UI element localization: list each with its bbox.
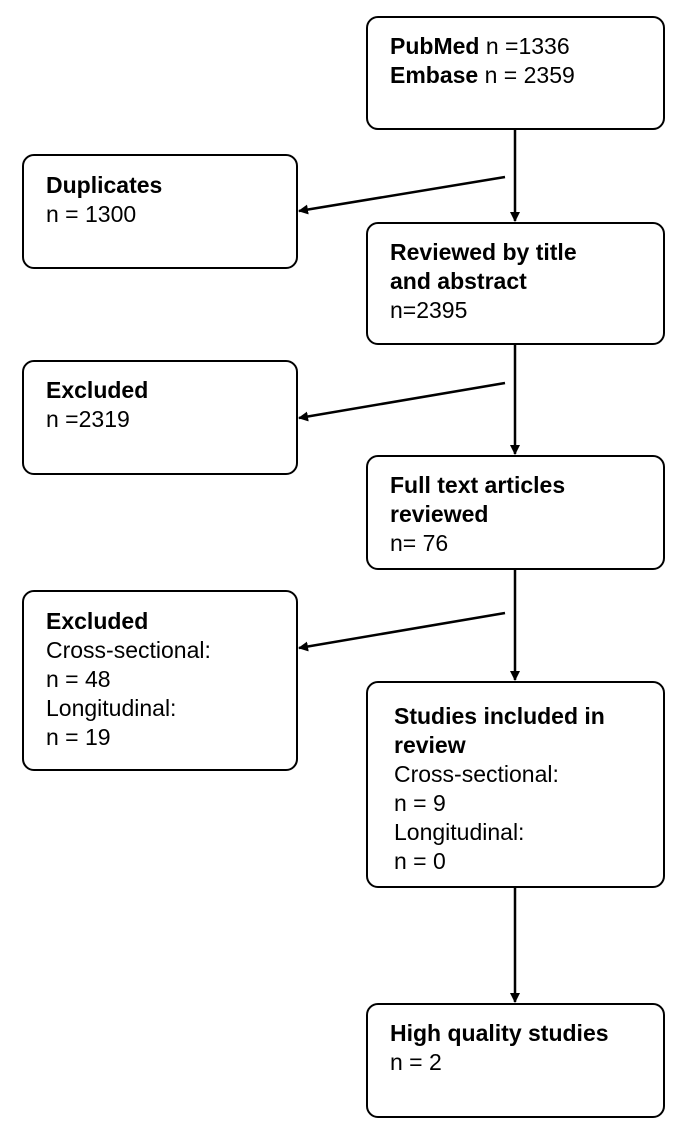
high-quality-title: High quality studies bbox=[390, 1020, 609, 1046]
included-cross-sectional-count: n = 9 bbox=[394, 790, 446, 816]
included-cross-sectional-label: Cross-sectional: bbox=[394, 761, 559, 787]
included-title-line1: Studies included in bbox=[394, 703, 605, 729]
fulltext-count: n= 76 bbox=[390, 530, 449, 556]
pubmed-count: n =1336 bbox=[479, 33, 570, 59]
included-title-line2: review bbox=[394, 732, 466, 758]
excluded-longitudinal-label: Longitudinal: bbox=[46, 695, 177, 721]
embase-count: n = 2359 bbox=[478, 62, 575, 88]
fulltext-title-line2: reviewed bbox=[390, 501, 489, 527]
duplicates-count: n = 1300 bbox=[46, 201, 137, 227]
excluded-fulltext-title: Excluded bbox=[46, 608, 149, 634]
arrow-to-duplicates bbox=[298, 175, 506, 215]
duplicates-title: Duplicates bbox=[46, 172, 163, 198]
fulltext-box: Full text articles reviewed n= 76 bbox=[366, 455, 665, 570]
high-quality-box: High quality studies n = 2 bbox=[366, 1003, 665, 1118]
excluded-cross-sectional-count: n = 48 bbox=[46, 666, 111, 692]
excluded-abstract-box: Excluded n =2319 bbox=[22, 360, 298, 475]
excluded-abstract-count: n =2319 bbox=[46, 406, 130, 432]
fulltext-title-line1: Full text articles bbox=[390, 472, 566, 498]
excluded-longitudinal-count: n = 19 bbox=[46, 724, 111, 750]
duplicates-box: Duplicates n = 1300 bbox=[22, 154, 298, 269]
pubmed-label: PubMed bbox=[390, 33, 480, 59]
included-box: Studies included in review Cross-section… bbox=[366, 681, 665, 888]
high-quality-count: n = 2 bbox=[390, 1049, 442, 1075]
reviewed-title-line2: and abstract bbox=[390, 268, 527, 294]
included-longitudinal-count: n = 0 bbox=[394, 848, 446, 874]
search-sources-box: PubMed n =1336 Embase n = 2359 bbox=[366, 16, 665, 130]
reviewed-count: n=2395 bbox=[390, 297, 468, 323]
arrow-to-excluded1 bbox=[298, 381, 506, 422]
excluded-fulltext-box: Excluded Cross-sectional: n = 48 Longitu… bbox=[22, 590, 298, 771]
reviewed-title-line1: Reviewed by title bbox=[390, 239, 577, 265]
excluded-cross-sectional-label: Cross-sectional: bbox=[46, 637, 211, 663]
included-longitudinal-label: Longitudinal: bbox=[394, 819, 525, 845]
reviewed-box: Reviewed by title and abstract n=2395 bbox=[366, 222, 665, 345]
arrow-to-excluded2 bbox=[298, 611, 506, 652]
excluded-abstract-title: Excluded bbox=[46, 377, 149, 403]
embase-label: Embase bbox=[390, 62, 479, 88]
